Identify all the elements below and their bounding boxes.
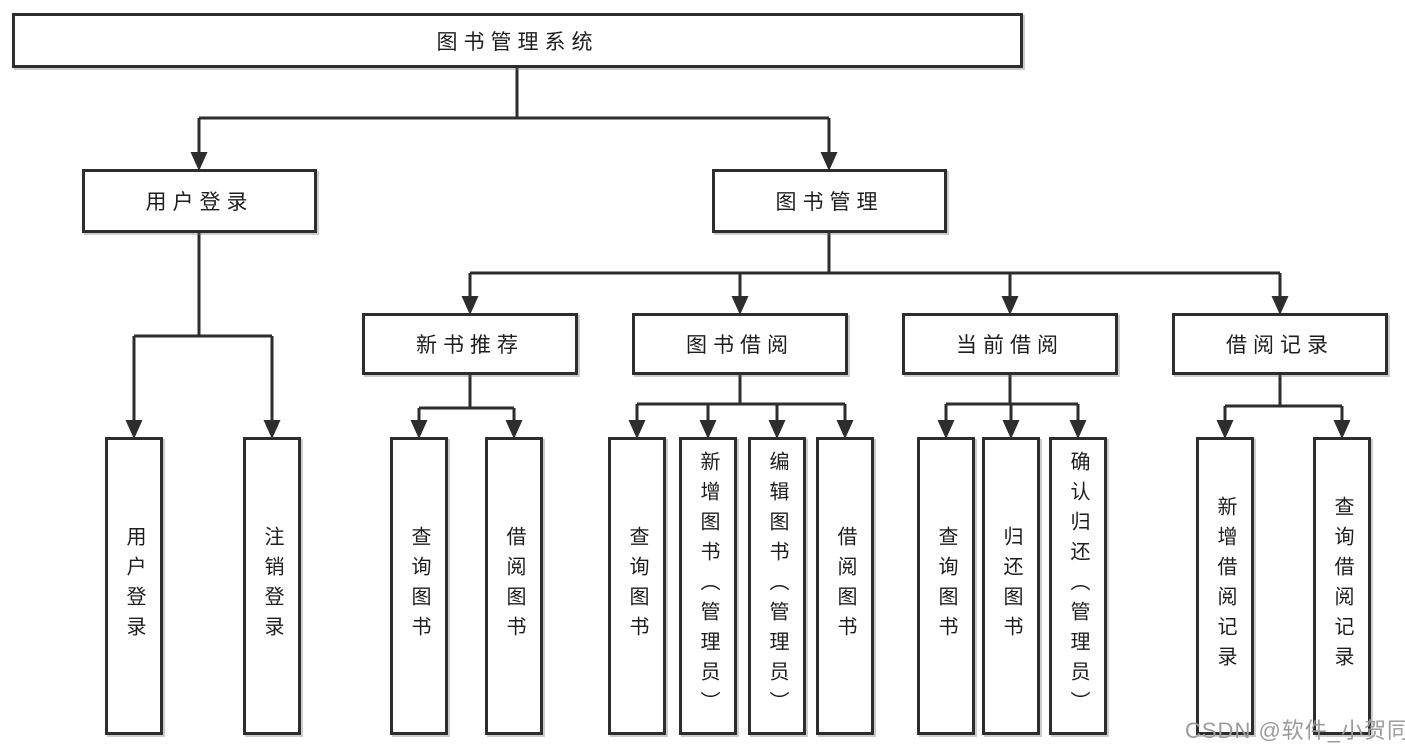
node-label: 借阅图书 [503,526,525,646]
node-label: 查询图书 [935,526,957,646]
node-label: 注销登录 [261,526,283,646]
node-add-borrow-record: 新增借阅记录 [1196,437,1254,735]
node-return-book: 归还图书 [982,437,1040,735]
arrow-icon [1216,420,1234,439]
node-borrowing-records: 借阅记录 [1172,313,1388,375]
node-label: 查询图书 [408,526,430,646]
node-label: 新增图书（管理员） [697,451,719,721]
node-label: 查询借阅记录 [1331,496,1353,676]
node-label: 查询图书 [626,526,648,646]
node-label: 用户登录 [145,191,254,214]
arrow-icon [190,152,208,171]
arrow-icon [628,420,646,439]
arrow-icon [820,152,838,171]
connector-paths [132,68,1344,423]
node-new-book-recommendation: 新书推荐 [362,313,578,375]
arrow-icon [1333,420,1351,439]
arrow-icon [461,296,479,315]
node-book-borrowing: 图书借阅 [632,313,848,375]
node-label: 确认归还（管理员） [1067,451,1089,721]
node-label: 归还图书 [1000,526,1022,646]
node-label: 编辑图书（管理员） [766,451,788,721]
node-confirm-return-admin: 确认归还（管理员） [1049,437,1107,735]
arrow-icon [263,420,281,439]
arrowheads [125,152,1351,439]
node-label: 当前借阅 [956,334,1064,357]
node-query-books-recommend: 查询图书 [390,437,448,735]
node-library-management-system: 图书管理系统 [12,13,1023,68]
arrow-icon [125,420,143,439]
node-logout: 注销登录 [243,437,301,735]
arrow-icon [1002,420,1020,439]
node-label: 新书推荐 [416,334,524,357]
node-user-login: 用户登录 [82,169,317,233]
arrow-icon [937,420,955,439]
node-label: 图书管理系统 [436,30,599,54]
arrow-icon [836,420,854,439]
arrow-icon [768,420,786,439]
arrow-icon [1069,420,1087,439]
node-label: 图书管理 [775,191,884,214]
node-label: 图书借阅 [686,334,794,357]
arrow-icon [410,420,428,439]
node-query-books-current: 查询图书 [917,437,975,735]
node-borrow-books: 借阅图书 [816,437,874,735]
node-user-login-leaf: 用户登录 [105,437,163,735]
arrow-icon [505,420,523,439]
node-query-borrow-record: 查询借阅记录 [1313,437,1371,735]
arrow-icon [731,296,749,315]
node-borrow-books-recommend: 借阅图书 [485,437,543,735]
node-edit-book-admin: 编辑图书（管理员） [748,437,806,735]
node-label: 用户登录 [123,526,145,646]
arrow-icon [1271,296,1289,315]
arrow-icon [699,420,717,439]
node-book-management: 图书管理 [712,169,947,233]
csdn-watermark: CSDN @软件_小贺同学 [1185,718,1405,743]
node-label: 新增借阅记录 [1214,496,1236,676]
node-label: 借阅记录 [1226,334,1334,357]
node-add-book-admin: 新增图书（管理员） [679,437,737,735]
node-current-borrowing: 当前借阅 [902,313,1118,375]
node-label: 借阅图书 [834,526,856,646]
arrow-icon [1001,296,1019,315]
node-query-books-borrow: 查询图书 [608,437,666,735]
